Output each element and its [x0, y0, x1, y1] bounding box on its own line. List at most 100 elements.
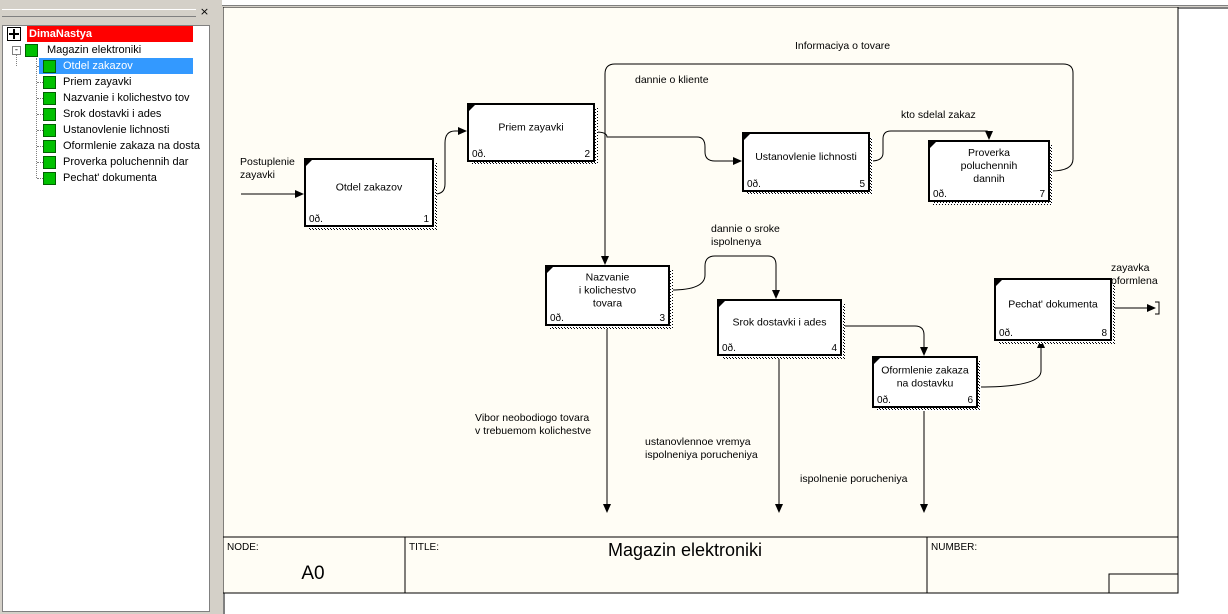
arrow-7[interactable] — [843, 325, 928, 356]
tree-item[interactable]: Oformlenie zakaza na dosta — [3, 138, 207, 154]
arrow-label-vibor: v trebuemom kolichestve — [475, 425, 591, 437]
tree-item-label[interactable]: Pechat' dokumenta — [63, 172, 157, 184]
box-corner-mark — [743, 133, 751, 141]
tree-root-node[interactable]: DimaNastya — [3, 26, 193, 42]
arrow-label-postuplenie: zayavki — [240, 169, 275, 181]
box-corner-mark — [929, 141, 937, 149]
model-tree: DimaNastya - Magazin elektroniki Otdel z… — [2, 25, 210, 612]
function-box-icon — [25, 44, 38, 57]
tree-connector — [37, 146, 43, 147]
tree-connector — [37, 114, 43, 115]
tree-connector — [37, 178, 43, 179]
arrow-label-zayavka-oformlena: oformlena — [1111, 275, 1158, 287]
function-box-icon — [43, 156, 56, 169]
tree-item-label[interactable]: Priem zayavki — [63, 76, 132, 88]
tree-item[interactable]: Proverka poluchennih dar — [3, 154, 207, 170]
tree-item-label[interactable]: Otdel zakazov — [63, 60, 133, 72]
arrow-label-ispolnenie: ispolnenie porucheniya — [800, 473, 908, 485]
box-border — [545, 265, 670, 326]
close-panel-icon[interactable]: × — [199, 5, 210, 18]
arrow-label-ustanovlennoe: ispolneniya porucheniya — [645, 449, 758, 461]
box-cost: 0ð. — [309, 213, 323, 225]
box-name: Priem zayavki — [498, 122, 563, 134]
tree-item[interactable]: Otdel zakazov — [3, 58, 207, 74]
tree-item[interactable]: Nazvanie i kolichestvo tov — [3, 90, 207, 106]
box-name: poluchennih — [961, 160, 1018, 172]
tree-item-label[interactable]: Oformlenie zakaza na dosta — [63, 140, 200, 152]
arrow-label-dannie-sroke: dannie o sroke — [711, 223, 780, 235]
function-box-icon — [43, 124, 56, 137]
tree-item-label[interactable]: Nazvanie i kolichestvo tov — [63, 92, 190, 104]
function-box-icon — [43, 172, 56, 185]
tree-connector — [16, 54, 17, 66]
tree-item-label[interactable]: Ustanovlenie lichnosti — [63, 124, 170, 136]
activity-box-1[interactable]: Otdel zakazov 0ð. 1 — [304, 158, 437, 230]
panel-grip[interactable] — [2, 9, 196, 17]
box-cost: 0ð. — [747, 178, 761, 190]
arrow-label-dannie-sroke: ispolnenya — [711, 236, 761, 248]
tree-model-node[interactable]: Magazin elektroniki — [3, 42, 203, 58]
function-box-icon — [43, 76, 56, 89]
box-border — [717, 299, 842, 356]
arrow-label-vibor: Vibor neobodiogo tovara — [475, 412, 589, 424]
box-border — [928, 140, 1050, 202]
box-number: 7 — [1039, 189, 1045, 200]
diagram-title: Magazin elektroniki — [608, 540, 762, 560]
box-cost: 0ð. — [550, 312, 564, 324]
model-root-icon — [7, 27, 21, 41]
title-label: TITLE: — [409, 542, 439, 553]
box-corner-mark — [305, 159, 313, 167]
function-box-icon — [43, 92, 56, 105]
box-corner-mark — [546, 266, 554, 274]
arrow-8[interactable] — [978, 339, 1045, 388]
tree-connector — [37, 130, 43, 131]
box-cost: 0ð. — [933, 188, 947, 200]
tree-connector — [36, 58, 37, 178]
box-number: 2 — [584, 149, 590, 160]
arrow-label-kto-sdelal: kto sdelal zakaz — [901, 109, 976, 121]
page-number-cell — [1108, 573, 1179, 594]
box-border — [994, 278, 1112, 341]
tree-item-label[interactable]: Proverka poluchennih dar — [63, 156, 189, 168]
arrow-label-informaciya: Informaciya o tovare — [795, 40, 890, 52]
box-name: Nazvanie — [586, 272, 630, 284]
tree-item[interactable]: Pechat' dokumenta — [3, 170, 207, 186]
tree-root-label[interactable]: DimaNastya — [27, 26, 193, 42]
function-box-icon — [43, 108, 56, 121]
box-cost: 0ð. — [877, 394, 891, 406]
tree-connector — [37, 82, 43, 83]
box-number: 1 — [423, 214, 429, 225]
tree-item[interactable]: Priem zayavki — [3, 74, 207, 90]
box-name: dannih — [973, 173, 1005, 185]
arrow-5[interactable] — [601, 63, 1074, 265]
tree-item-label[interactable]: Srok dostavki i ades — [63, 108, 162, 120]
tree-connector — [37, 162, 43, 163]
panel-splitter[interactable] — [212, 0, 222, 612]
tunnel-icon — [1155, 301, 1160, 315]
arrow-2[interactable] — [434, 127, 467, 195]
tree-model-label[interactable]: Magazin elektroniki — [47, 44, 142, 56]
box-number: 6 — [967, 395, 973, 406]
box-name: na dostavku — [897, 378, 954, 390]
node-label: NODE: — [227, 542, 259, 553]
model-explorer-panel: × DimaNastya - Magazin elektroniki Otdel… — [0, 0, 212, 612]
selection-highlight — [39, 58, 193, 74]
tree-item[interactable]: Srok dostavki i ades — [3, 106, 207, 122]
number-label: NUMBER: — [931, 542, 977, 553]
tree-item[interactable]: Ustanovlenie lichnosti — [3, 122, 207, 138]
arrow-6[interactable] — [670, 255, 780, 299]
box-border — [467, 103, 595, 162]
top-scrollbar[interactable] — [0, 0, 1228, 6]
arrow-label-dannie-klient: dannie o kliente — [635, 74, 709, 86]
box-name: Otdel zakazov — [336, 182, 403, 194]
box-border — [872, 356, 978, 408]
arrow-4[interactable] — [870, 130, 993, 162]
